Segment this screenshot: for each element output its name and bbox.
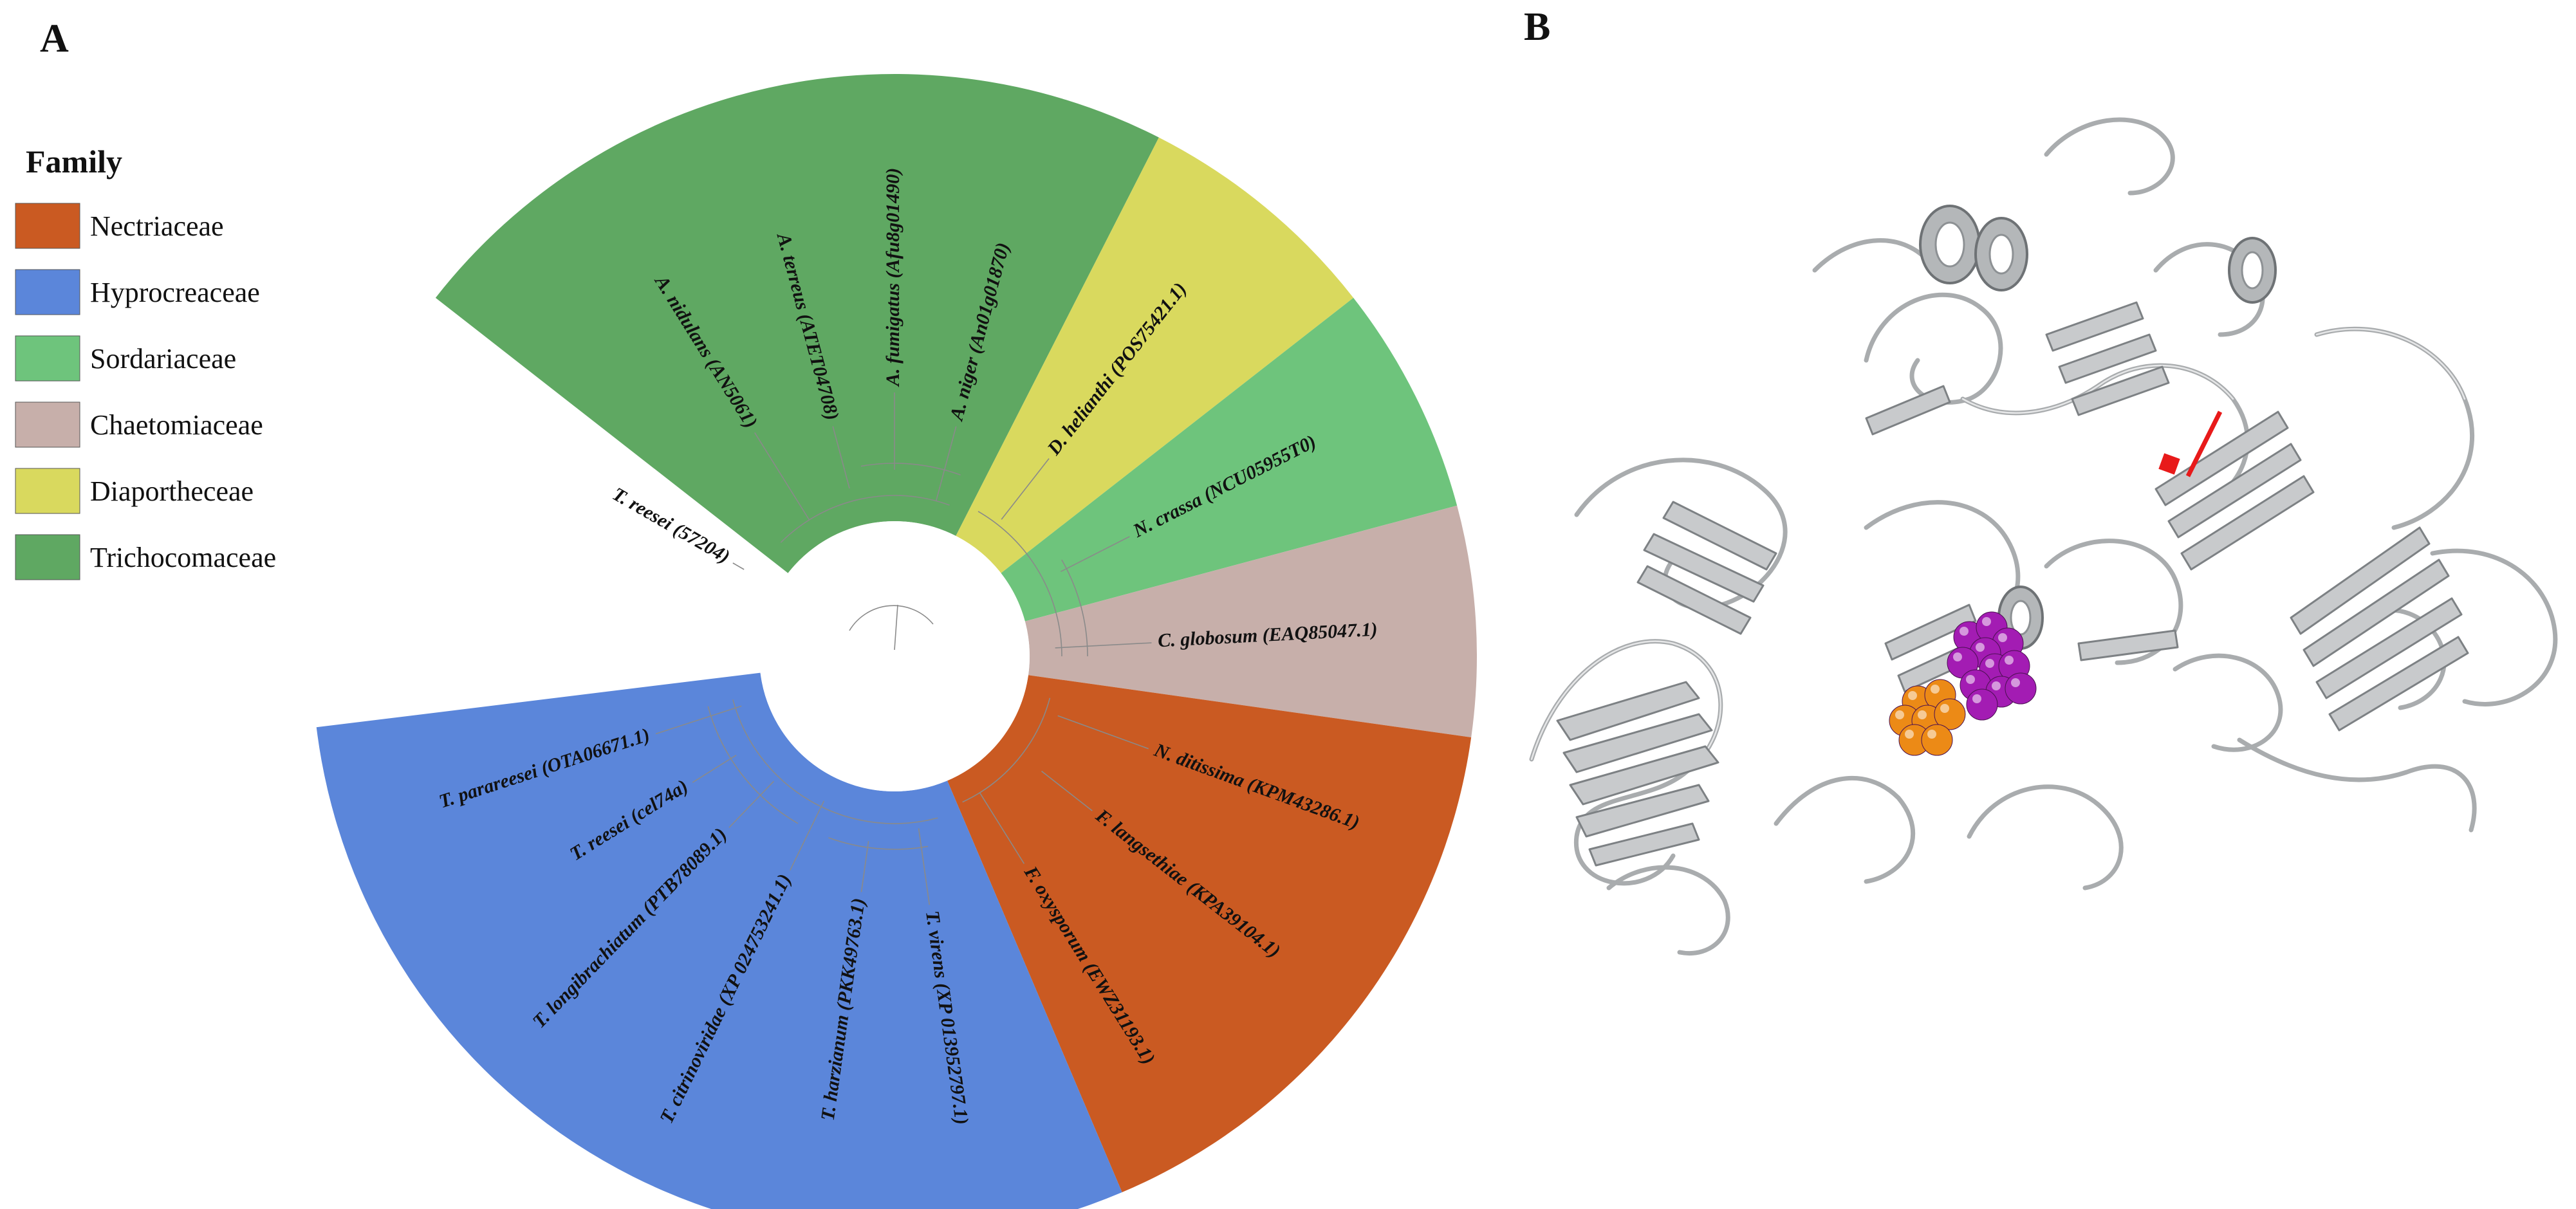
- tree-center-hole: [759, 521, 1030, 791]
- legend-label: Hyprocreaceae: [90, 277, 260, 308]
- legend-swatch: [15, 401, 80, 448]
- branch: [979, 792, 1025, 864]
- panel-label-a: A: [40, 17, 69, 60]
- branch: [732, 562, 745, 570]
- sector-trichocomaceae: [435, 74, 1159, 573]
- legend-swatch: [15, 203, 80, 249]
- legend-label: Trichocomaceae: [90, 542, 276, 573]
- branch: [655, 705, 742, 735]
- branch: [918, 828, 931, 905]
- ligand-sphere-orange: [1921, 724, 1953, 756]
- panel-label-b: B: [1524, 5, 1550, 49]
- legend-title: Family: [26, 143, 122, 180]
- root-arc: [849, 605, 934, 631]
- clade-arc: [860, 463, 961, 475]
- legend-swatch: [15, 534, 80, 580]
- protein-beta-sheets: [1556, 301, 2469, 867]
- tree-branches: [655, 392, 1152, 905]
- legend-swatch: [15, 468, 80, 514]
- sector-diaportheceae: [956, 137, 1354, 573]
- branch: [1001, 458, 1050, 520]
- branch: [728, 780, 775, 828]
- branch: [790, 800, 825, 871]
- ligand-sphere-purple: [1966, 688, 1998, 721]
- family-sectors: [316, 74, 1477, 1209]
- branch: [1055, 642, 1152, 649]
- clade-arc: [828, 837, 929, 850]
- branch: [1041, 770, 1093, 811]
- branch: [832, 426, 850, 489]
- branch: [935, 426, 957, 501]
- branch: [754, 432, 810, 521]
- clade-arc: [978, 511, 1062, 657]
- active-site-marker: [2158, 411, 2223, 477]
- ligand-spheres: [1889, 611, 2037, 756]
- legend-items: NectriaceaeHyprocreaceaeSordariaceaeChae…: [15, 203, 276, 580]
- legend-label: Nectriaceae: [90, 210, 224, 242]
- branch: [860, 841, 869, 892]
- protein-structure: [1529, 117, 2558, 955]
- protein-helices: [1919, 205, 2277, 650]
- leaf-label: A. fumigatus (Afu8g01490): [882, 168, 903, 387]
- clade-arc: [962, 697, 1051, 803]
- ligand-sphere-purple: [2005, 672, 2037, 705]
- clade-arc: [732, 699, 938, 824]
- branch: [1061, 536, 1130, 573]
- legend-label: Diaportheceae: [90, 475, 254, 507]
- branch: [692, 754, 737, 783]
- phylogenetic-tree: A. nidulans (AN5061)A. terreus (ATET0470…: [316, 74, 1477, 1209]
- clade-arc: [780, 495, 950, 543]
- sector-sordariaceae: [1001, 297, 1458, 622]
- family-legend: Family NectriaceaeHyprocreaceaeSordariac…: [15, 143, 276, 580]
- legend-swatch: [15, 269, 80, 315]
- clade-arc: [1061, 559, 1088, 657]
- branch: [1057, 715, 1149, 750]
- clade-arc: [707, 706, 799, 824]
- sector-hyprocreaceae: [316, 672, 1122, 1209]
- sector-nectriaceae: [947, 675, 1472, 1193]
- legend-label: Sordariaceae: [90, 343, 236, 374]
- legend-label: Chaetomiaceae: [90, 409, 263, 441]
- root-branch: [894, 604, 898, 651]
- legend-swatch: [15, 335, 80, 382]
- ligand-sphere-orange: [1898, 724, 1931, 756]
- sector-chaetomiaceae: [1024, 505, 1477, 737]
- ligand-sphere-orange: [1934, 698, 1966, 730]
